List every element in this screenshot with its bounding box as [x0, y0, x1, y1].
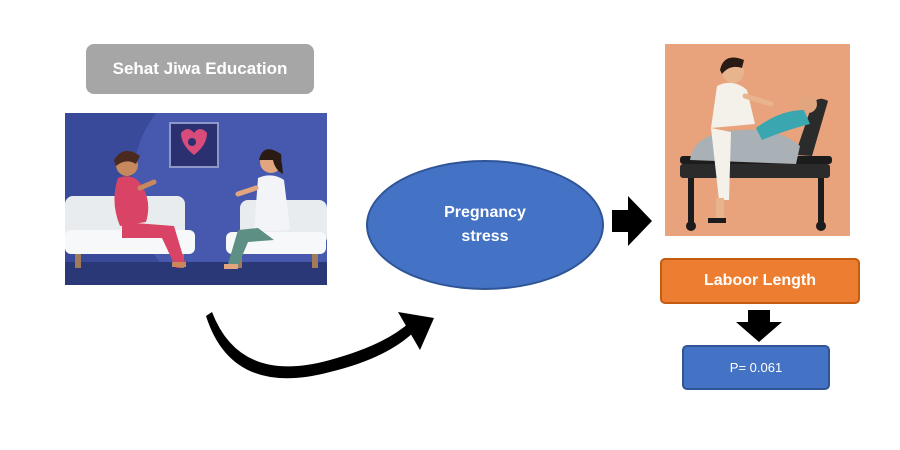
education-label: Sehat Jiwa Education [86, 44, 314, 94]
p-value-label: P= 0.061 [682, 345, 830, 390]
labor-length-text: Laboor Length [704, 272, 816, 289]
p-value-text: P= 0.061 [729, 360, 783, 375]
pregnancy-stress-line1: Pregnancy [444, 204, 526, 221]
pregnancy-stress-line2: stress [461, 228, 509, 245]
pregnancy-stress-node: Pregnancy stress [366, 160, 604, 290]
labor-length-label: Laboor Length [660, 258, 860, 304]
education-label-text: Sehat Jiwa Education [112, 59, 288, 78]
